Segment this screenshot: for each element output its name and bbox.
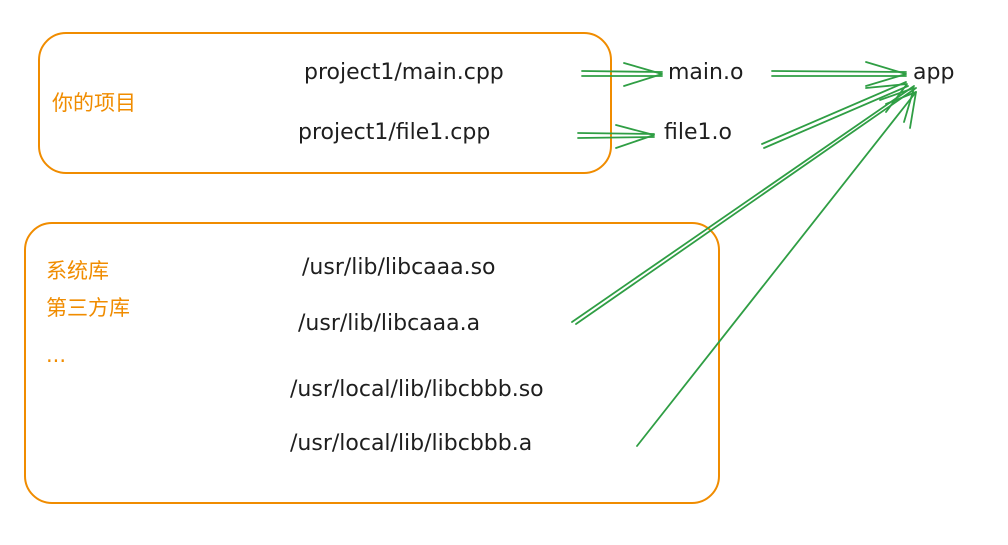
lib-libcbbb-so: /usr/local/lib/libcbbb.so <box>290 377 544 402</box>
project-group-label: 你的项目 <box>52 91 136 115</box>
edge-file1-o-to-app <box>761 81 909 149</box>
object-main-o: main.o <box>668 60 744 85</box>
source-file1-cpp: project1/file1.cpp <box>298 120 491 145</box>
lib-libcaaa-so: /usr/lib/libcaaa.so <box>302 255 496 280</box>
output-app: app <box>913 60 955 85</box>
system-libs-label: 系统库 <box>46 259 109 283</box>
ellipsis-label: ... <box>46 343 67 367</box>
third-party-libs-label: 第三方库 <box>46 296 130 320</box>
source-main-cpp: project1/main.cpp <box>304 60 504 85</box>
lib-libcaaa-a: /usr/lib/libcaaa.a <box>298 311 481 336</box>
lib-libcbbb-a: /usr/local/lib/libcbbb.a <box>290 431 533 456</box>
object-file1-o: file1.o <box>664 120 732 145</box>
edge-main-o-to-app <box>771 61 907 87</box>
